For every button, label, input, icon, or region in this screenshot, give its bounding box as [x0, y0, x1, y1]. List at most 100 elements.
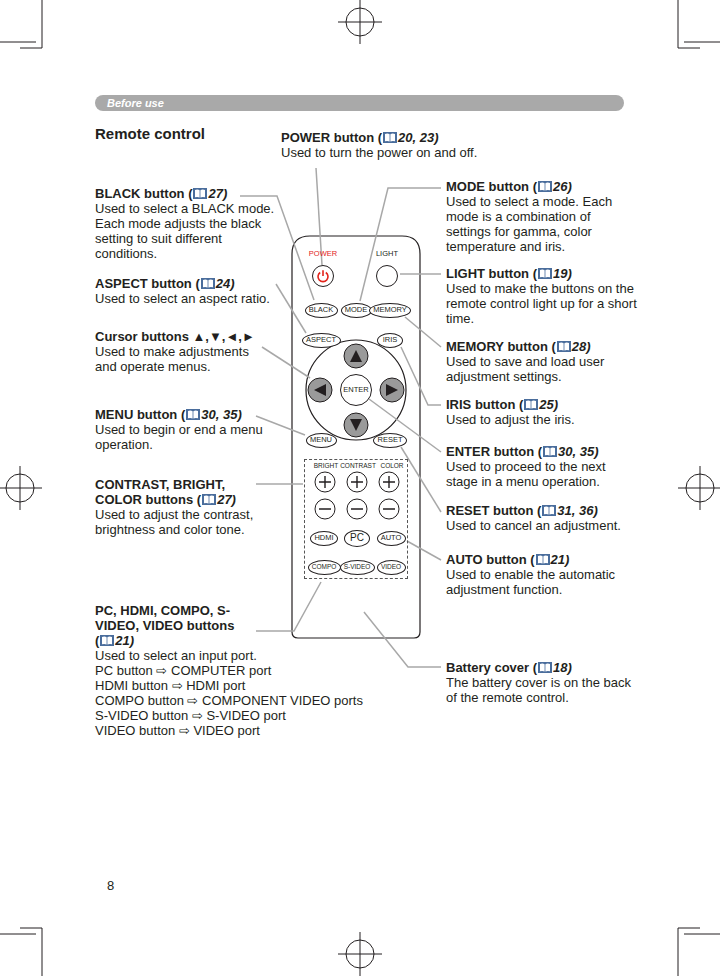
- oval-button: MODE: [341, 303, 372, 318]
- callout-text: Used to make adjustments and operate men…: [95, 344, 267, 374]
- page-ref-icon: [524, 399, 538, 410]
- callout: POWER button ( 20, 23)Used to turn the po…: [281, 130, 541, 160]
- oval-button: AUTO: [377, 531, 406, 546]
- round-button: [312, 265, 334, 287]
- callout: AUTO button (21)Used to enable the autom…: [446, 552, 632, 597]
- button-label: POWER: [309, 249, 337, 258]
- top-button: POWER: [301, 249, 345, 287]
- callout-heading: CONTRAST, BRIGHT, COLOR buttons (27): [95, 477, 240, 507]
- page-ref-icon: [543, 446, 557, 457]
- oval-button: COMPO: [308, 560, 341, 575]
- page-ref-icon: [542, 505, 556, 516]
- oval-button: PC: [344, 530, 370, 547]
- callout-heading: POWER button ( 20, 23): [281, 130, 541, 145]
- callout-text: Used to proceed to the next stage in a m…: [446, 459, 632, 489]
- button-name: IRIS button (: [446, 397, 523, 412]
- button-name: Cursor buttons ▲,▼,◄,►: [95, 329, 255, 344]
- page-ref-icon: [186, 409, 200, 420]
- page-number: 8: [107, 878, 114, 893]
- remote-body: [292, 236, 420, 638]
- button-name: POWER button (: [281, 130, 382, 145]
- button-label: IRIS: [383, 335, 398, 345]
- callout: BLACK button ( 27)Used to select a BLACK …: [95, 186, 277, 261]
- page-ref-icon: [536, 554, 550, 565]
- callout-heading: ASPECT button (24): [95, 276, 285, 291]
- callout: PC, HDMI, COMPO, S-VIDEO, VIDEO buttons(…: [95, 603, 385, 738]
- callout-text: S-VIDEO button ⇨ S-VIDEO port: [95, 708, 385, 723]
- callout: CONTRAST, BRIGHT, COLOR buttons (27)Used…: [95, 477, 267, 537]
- button-name: BLACK button (: [95, 186, 192, 201]
- page-ref: 25): [539, 397, 558, 412]
- page-ref: 27): [217, 492, 236, 507]
- callout-heading: RESET button ( 31, 36): [446, 503, 638, 518]
- button-name: PC, HDMI, COMPO, S-VIDEO, VIDEO buttons: [95, 603, 234, 633]
- oval-button: S-VIDEO: [340, 560, 375, 575]
- button-name: RESET button (: [446, 503, 541, 518]
- oval-button: ASPECT: [302, 333, 341, 348]
- power-symbol: [316, 269, 330, 283]
- page-ref-icon: [383, 132, 397, 143]
- cursor-buttons: [308, 344, 404, 437]
- button-name: MEMORY button (: [446, 339, 556, 354]
- page-ref: 27): [208, 186, 227, 201]
- page-ref-icon: [193, 188, 207, 199]
- callout-text: Used to select an input port.: [95, 648, 385, 663]
- page-ref: 26): [553, 179, 572, 194]
- callout-text: Used to select a mode. Each mode is a co…: [446, 194, 632, 254]
- section-title: Remote control: [95, 125, 205, 142]
- callout-text: Used to adjust the contrast, brightness …: [95, 507, 267, 537]
- oval-button: MENU: [306, 433, 337, 448]
- page-ref-icon: [557, 341, 571, 352]
- oval-button: RESET: [373, 433, 407, 448]
- page-ref: 31, 36): [557, 503, 597, 518]
- callout-text: Used to adjust the iris.: [446, 412, 632, 427]
- callout-text: Used to select a BLACK mode. Each mode a…: [95, 201, 277, 261]
- page-ref: 30, 35): [558, 444, 598, 459]
- slider-panel: BRIGHTCONTRASTCOLORHDMIPCAUTOCOMPOS-VIDE…: [304, 459, 408, 579]
- callout: ASPECT button (24)Used to select an aspe…: [95, 276, 285, 306]
- callout-text: HDMI button ⇨ HDMI port: [95, 678, 385, 693]
- callout-heading: MEMORY button ( 28): [446, 339, 632, 354]
- plus-minus-buttons: [315, 472, 399, 519]
- button-label: MENU: [310, 435, 332, 445]
- page-ref: 28): [572, 339, 591, 354]
- page-ref-icon: [201, 278, 215, 289]
- button-label: BLACK: [309, 305, 334, 315]
- callout-text: Used to begin or end a menu operation.: [95, 422, 271, 452]
- oval-button: MEMORY: [369, 303, 411, 318]
- callout-text: PC button ⇨ COMPUTER port: [95, 663, 385, 678]
- callout-text: Used to cancel an adjustment.: [446, 518, 638, 533]
- section-band: Before use: [95, 95, 624, 111]
- button-name: MENU button (: [95, 407, 185, 422]
- band-title: Before use: [107, 97, 164, 109]
- callout-text: COMPO button ⇨ COMPONENT VIDEO ports: [95, 693, 385, 708]
- callout-heading: Cursor buttons ▲,▼,◄,►: [95, 329, 267, 344]
- button-label: ASPECT: [306, 335, 336, 345]
- page-ref: 18): [553, 660, 572, 675]
- page-ref: 30, 35): [201, 407, 241, 422]
- page-ref: 21): [115, 633, 134, 648]
- page-ref: 20, 23): [398, 130, 438, 145]
- callout-text: Used to enable the automatic adjustment …: [446, 567, 632, 597]
- callout-text: Used to turn the power on and off.: [281, 145, 541, 160]
- button-label: AUTO: [381, 533, 402, 543]
- callout-text: VIDEO button ⇨ VIDEO port: [95, 723, 385, 738]
- page-ref-icon: [538, 268, 552, 279]
- page-ref-icon: [100, 635, 114, 646]
- callout: MEMORY button ( 28)Used to save and load …: [446, 339, 632, 384]
- callout-text: Used to save and load user adjustment se…: [446, 354, 632, 384]
- button-label: ENTER: [343, 385, 368, 395]
- page-ref-icon: [538, 181, 552, 192]
- button-name: ENTER button (: [446, 444, 542, 459]
- button-name: LIGHT button (: [446, 266, 537, 281]
- callout-text: Used to make the buttons on the remote c…: [446, 281, 638, 326]
- button-label: RESET: [377, 435, 402, 445]
- button-name: AUTO button (: [446, 552, 535, 567]
- button-label: MODE: [345, 305, 368, 315]
- cursor-ring: [306, 340, 406, 440]
- page-ref-icon: [202, 494, 216, 505]
- panel-label: COLOR: [380, 462, 403, 470]
- page-ref: 24): [216, 276, 235, 291]
- button-label: VIDEO: [381, 563, 401, 572]
